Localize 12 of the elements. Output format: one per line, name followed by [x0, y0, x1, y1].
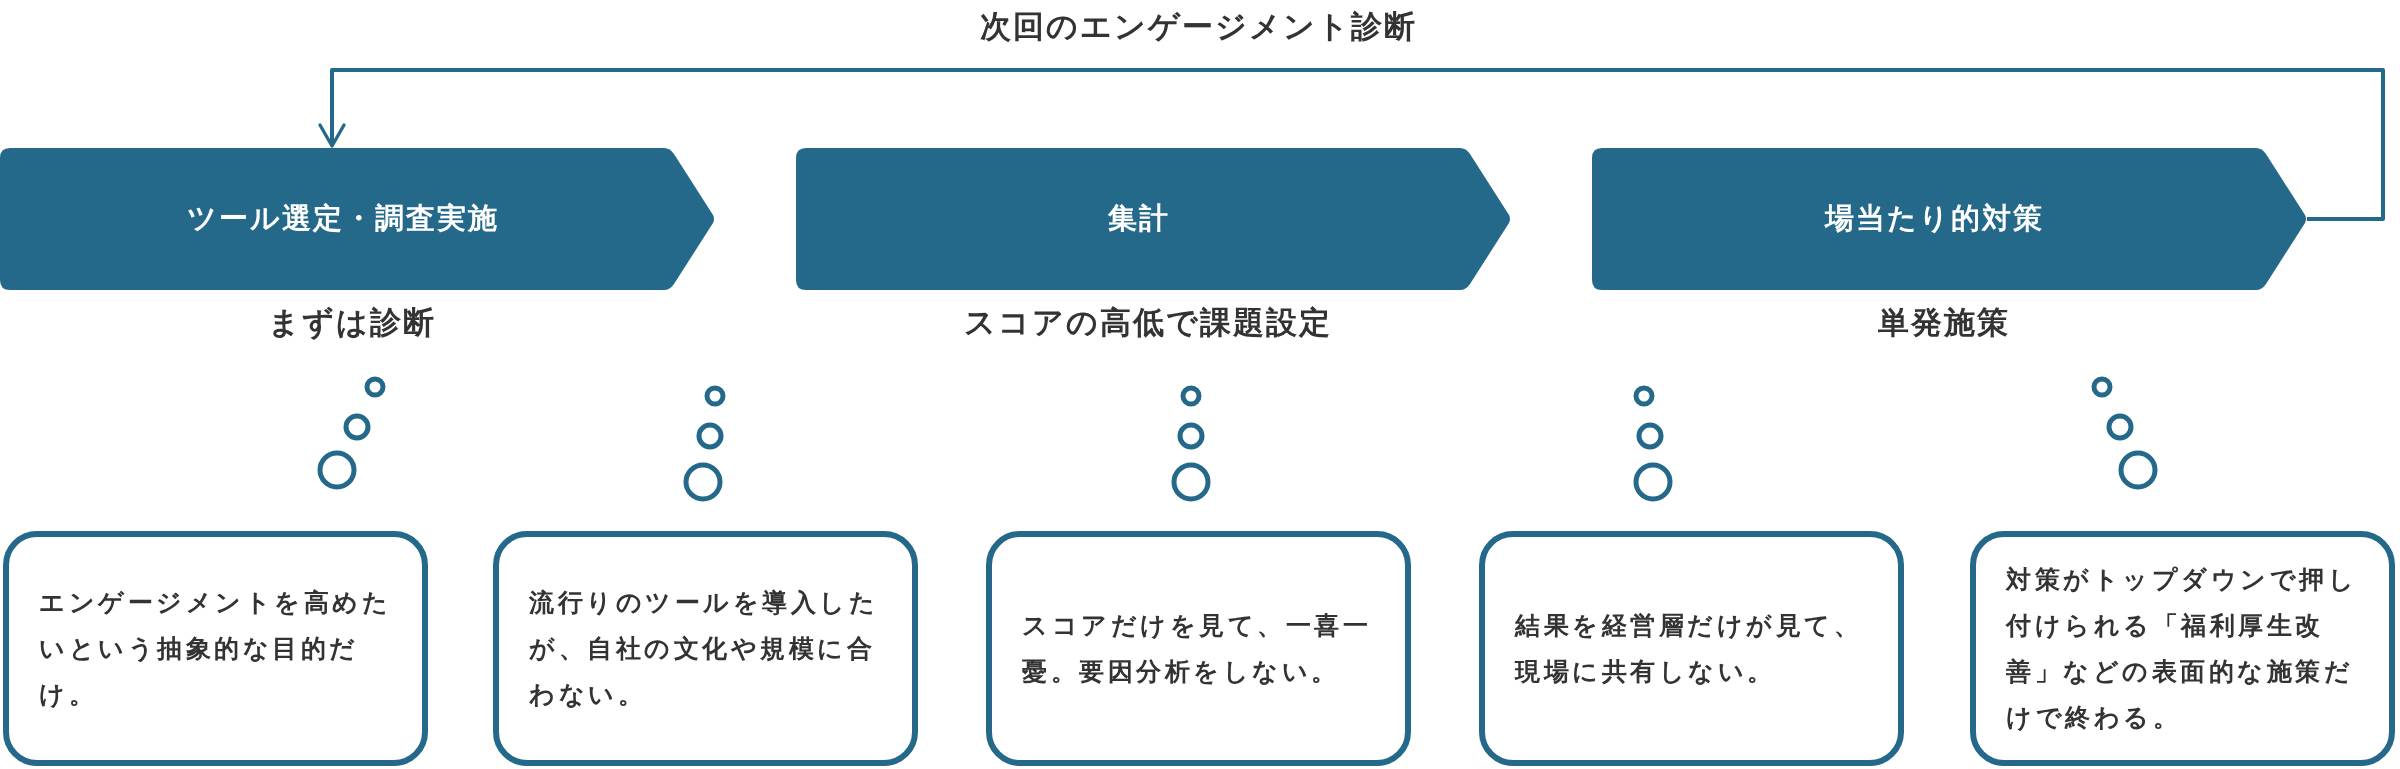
step-caption: まずは診断 — [267, 303, 436, 342]
feedback-arrow — [318, 68, 2385, 221]
step-title: 集計 — [1107, 200, 1170, 237]
problem-box: 対策がトップダウンで押し付けられる「福利厚生改善」などの表面的な施策だけで終わる。 — [1970, 531, 2395, 766]
problem-box: 流行りのツールを導入したが、自社の文化や規模に合わない。 — [493, 531, 918, 766]
problem-box: 結果を経営層だけが見て、現場に共有しない。 — [1479, 531, 1904, 766]
problem-box: エンゲージメントを高めたいという抽象的な目的だけ。 — [3, 531, 428, 766]
step-title: ツール選定・調査実施 — [186, 200, 499, 237]
problem-box: スコアだけを見て、一喜一憂。要因分析をしない。 — [986, 531, 1411, 766]
step-caption: 単発施策 — [1877, 303, 2010, 342]
step-title: 場当たり的対策 — [1825, 200, 2044, 237]
step-caption: スコアの高低で課題設定 — [963, 303, 1332, 342]
